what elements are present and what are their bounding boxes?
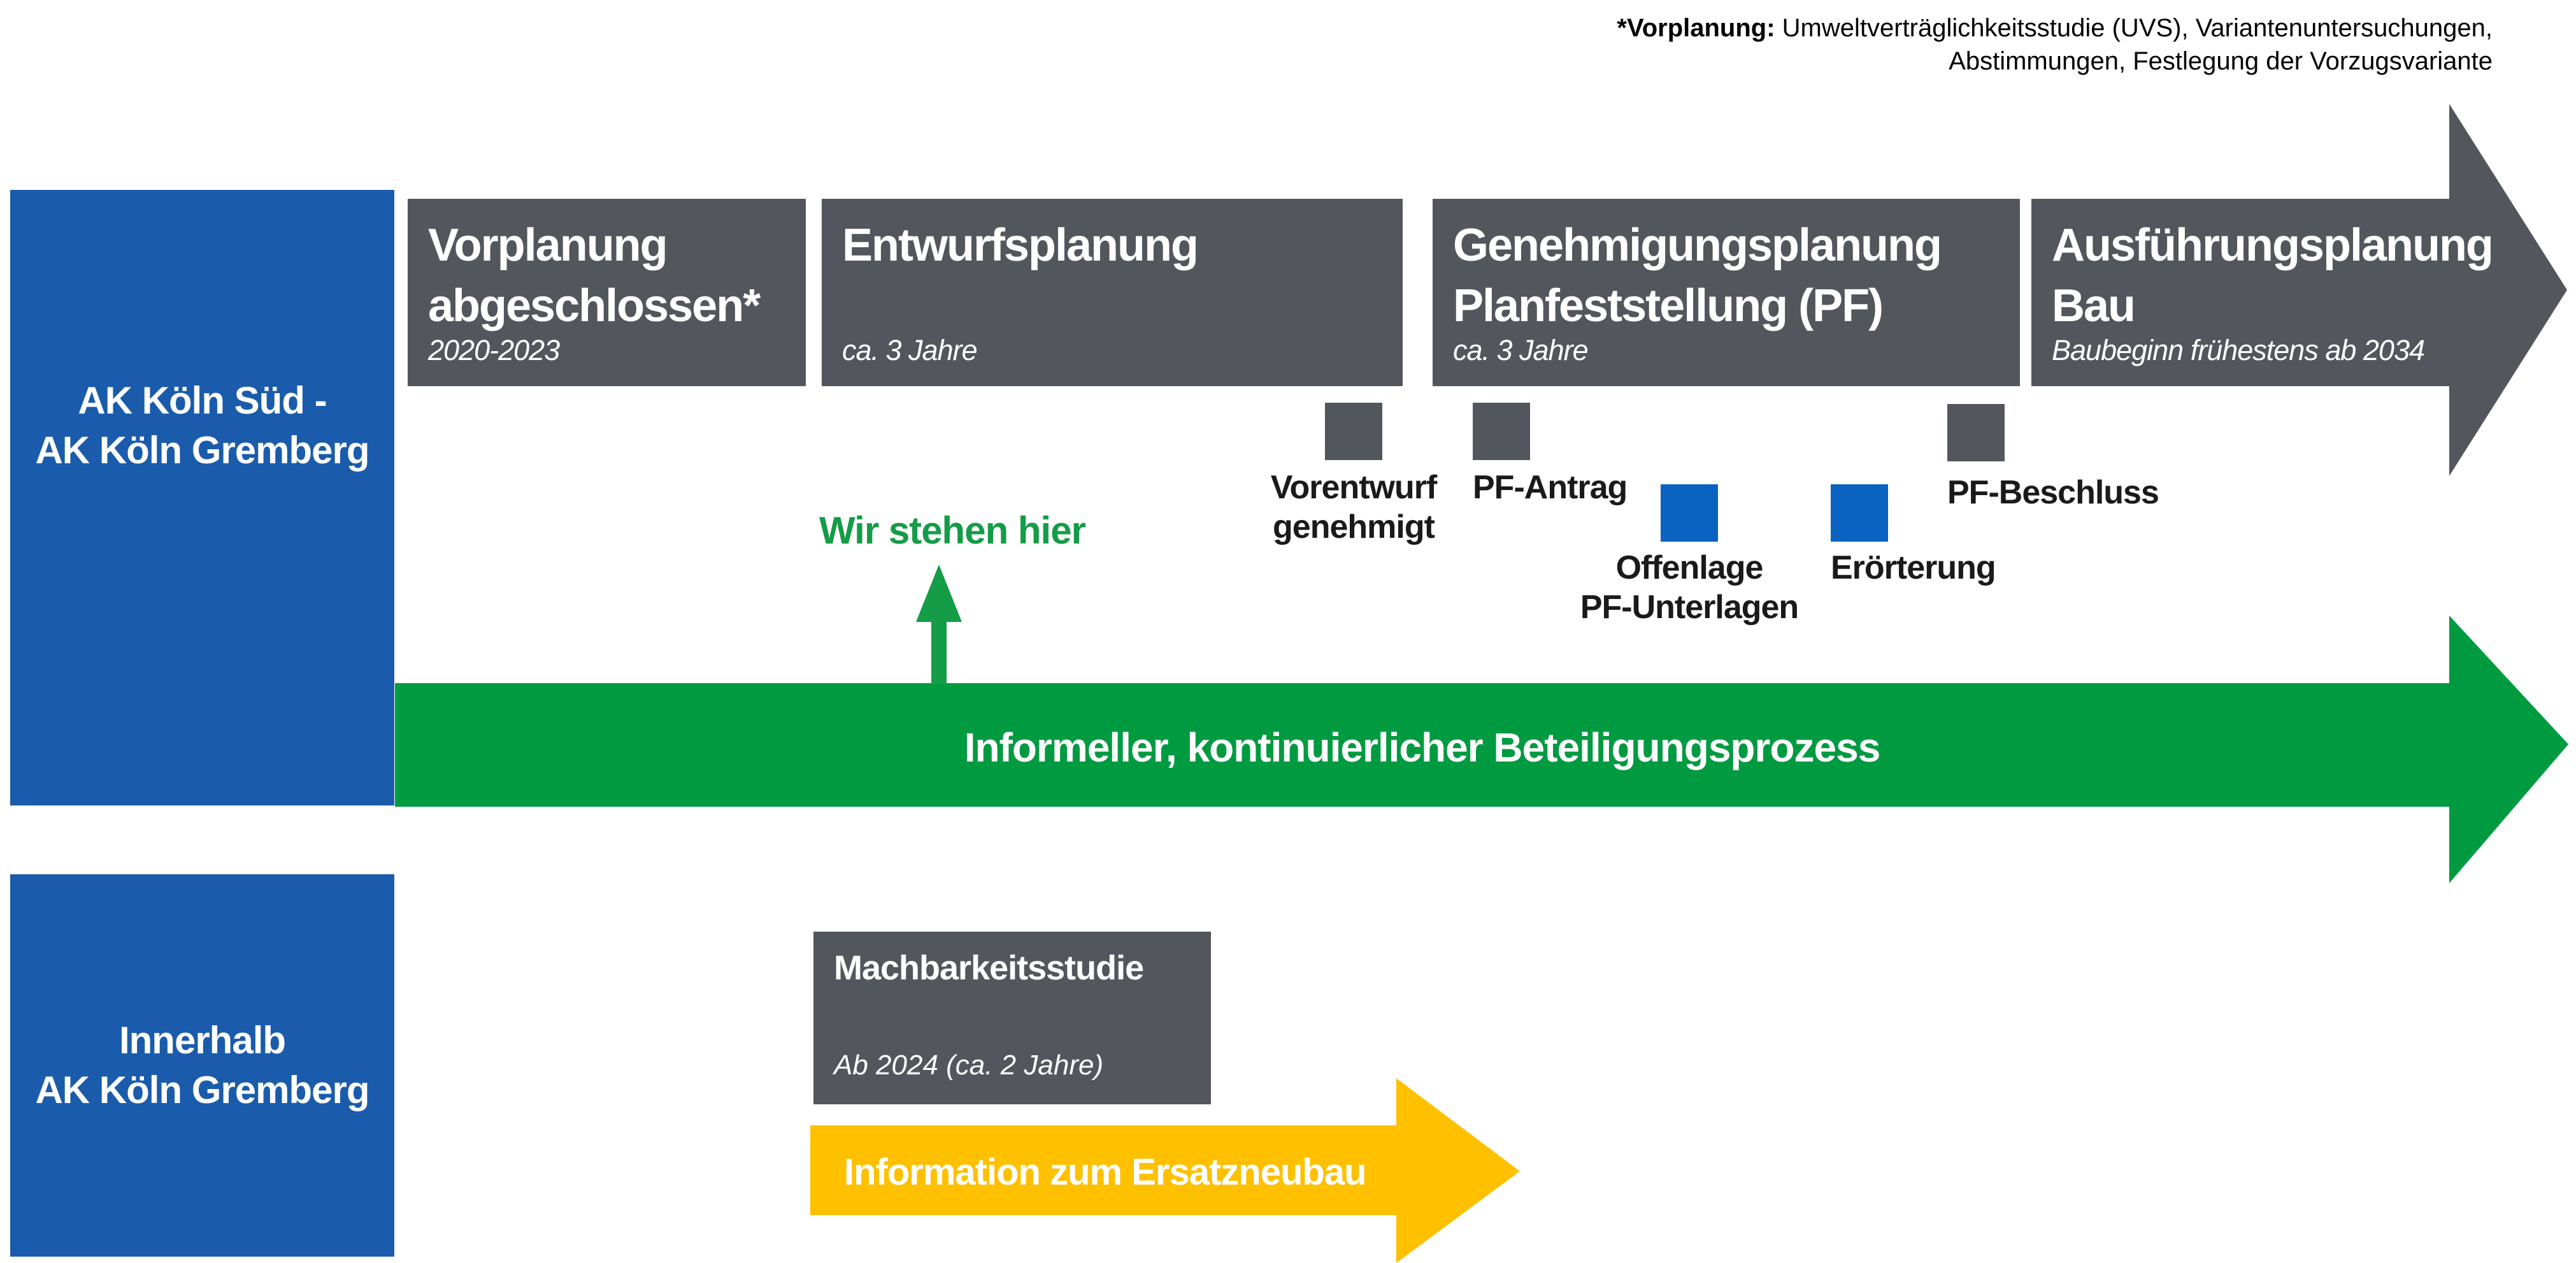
phase-ausfuehrungsplanung-subtitle: Baubeginn frühestens ab 2034 (2052, 334, 2425, 366)
footnote-line-2: Abstimmungen, Festlegung der Vorzugsvari… (1949, 47, 2493, 75)
status-pointer-stem (931, 618, 947, 684)
phase-vorplanung-title-line1: Vorplanung (428, 220, 668, 271)
status-pointer-label: Wir stehen hier (819, 509, 1086, 552)
phase-box-genehmigungsplanung: Genehmigungsplanung Planfeststellung (PF… (1433, 199, 2020, 386)
phase-box-ausfuehrungsplanung: Ausführungsplanung Bau Baubeginn frühest… (2031, 199, 2528, 386)
phase-vorplanung-subtitle: 2020-2023 (428, 334, 560, 366)
phase-ausfuehrungsplanung-title-line2: Bau (2052, 280, 2136, 331)
phase-genehmigungsplanung-title-line1: Genehmigungsplanung (1453, 220, 1942, 271)
participation-arrow-shape (395, 616, 2568, 883)
execution-phase-arrow-shape (2031, 104, 2567, 476)
milestone-label-offenlage: Offenlage PF-Unterlagen (1562, 548, 1817, 627)
milestone-marker-pf-beschluss (1947, 404, 2005, 461)
phase-genehmigungsplanung-subtitle: ca. 3 Jahre (1453, 334, 1589, 366)
phase-box-vorplanung: Vorplanung abgeschlossen* 2020-2023 (408, 199, 806, 386)
footnote: *Vorplanung: Umweltverträglichkeitsstudi… (1617, 11, 2493, 78)
milestone-marker-pf-antrag (1473, 403, 1530, 460)
study-box-title: Machbarkeitsstudie (834, 949, 1144, 987)
phase-ausfuehrungsplanung-title-line1: Ausführungsplanung (2052, 220, 2494, 271)
footnote-line-1: *Vorplanung: Umweltverträglichkeitsstudi… (1617, 11, 2493, 45)
milestone-label-vorentwurf: Vorentwurf genehmigt (1226, 468, 1481, 547)
participation-banner-label: Informeller, kontinuierlicher Beteiligun… (964, 725, 1881, 770)
milestone-label-offenlage-line2: PF-Unterlagen (1580, 589, 1799, 626)
phase-entwurfsplanung-subtitle: ca. 3 Jahre (842, 334, 978, 366)
phase-genehmigungsplanung-title-line2: Planfeststellung (PF) (1453, 280, 1884, 331)
row-label-corridor-line1: AK Köln Süd - (78, 379, 327, 422)
phase-box-entwurfsplanung: Entwurfsplanung ca. 3 Jahre (822, 199, 1403, 386)
study-box-subtitle: Ab 2024 (ca. 2 Jahre) (834, 1050, 1104, 1081)
info-arrow-label: Information zum Ersatzneubau (844, 1151, 1367, 1193)
row-label-corridor-line2: AK Köln Gremberg (35, 429, 369, 472)
phase-vorplanung-title-line2: abgeschlossen* (428, 280, 761, 331)
footnote-lead: *Vorplanung: (1617, 14, 1775, 42)
info-arrow-shape (810, 1078, 1520, 1263)
row-label-inner: Innerhalb AK Köln Gremberg (10, 874, 394, 1257)
phase-entwurfsplanung-title: Entwurfsplanung (842, 220, 1199, 271)
milestone-label-vorentwurf-line2: genehmigt (1273, 509, 1435, 545)
milestone-label-vorentwurf-line1: Vorentwurf (1270, 469, 1438, 506)
footnote-line-1-rest: Umweltverträglichkeitsstudie (UVS), Vari… (1775, 14, 2493, 42)
milestone-label-offenlage-line1: Offenlage (1615, 549, 1764, 586)
row-label-corridor: AK Köln Süd - AK Köln Gremberg (10, 190, 394, 805)
milestone-marker-eroerterung (1831, 484, 1888, 542)
status-pointer-arrowhead (916, 565, 962, 622)
row-label-inner-line1: Innerhalb (118, 1019, 286, 1062)
study-box: Machbarkeitsstudie Ab 2024 (ca. 2 Jahre) (813, 932, 1211, 1104)
milestone-marker-offenlage (1661, 484, 1718, 542)
milestone-label-pf-beschluss: PF-Beschluss (1947, 474, 2159, 511)
milestone-label-pf-antrag: PF-Antrag (1473, 469, 1628, 506)
milestone-label-eroerterung: Erörterung (1831, 549, 1996, 586)
milestone-marker-vorentwurf (1325, 403, 1382, 460)
row-label-inner-line2: AK Köln Gremberg (35, 1069, 369, 1111)
